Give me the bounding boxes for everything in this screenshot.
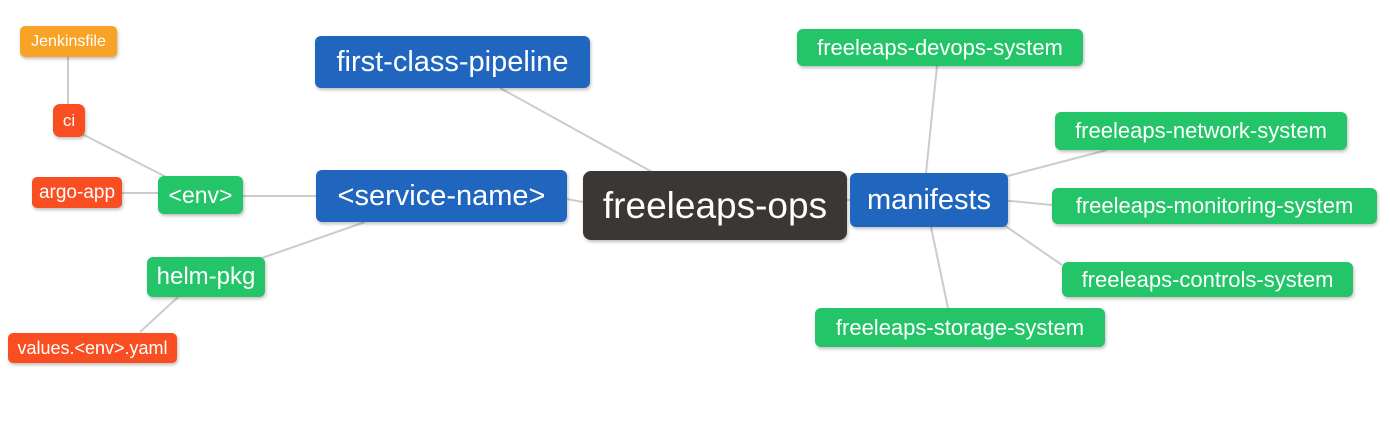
node-manifests[interactable]: manifests (850, 173, 1008, 227)
edge-firstclass-root (499, 87, 655, 174)
node-argo-app[interactable]: argo-app (32, 177, 122, 208)
node-helm-pkg[interactable]: helm-pkg (147, 257, 265, 297)
node-freeleaps-network-system[interactable]: freeleaps-network-system (1055, 112, 1347, 150)
edge-manifests-network (999, 149, 1108, 179)
edge-manifests-monitoring (999, 199, 1053, 206)
node-env[interactable]: <env> (158, 176, 243, 214)
node-freeleaps-devops-system[interactable]: freeleaps-devops-system (797, 29, 1083, 66)
node-jenkinsfile[interactable]: Jenkinsfile (20, 26, 117, 57)
edge-servicename-root (566, 198, 584, 203)
node-first-class-pipeline[interactable]: first-class-pipeline (315, 36, 590, 88)
edge-manifests-devops (925, 65, 938, 174)
node-ci[interactable]: ci (53, 104, 85, 137)
node-values-env-yaml[interactable]: values.<env>.yaml (8, 333, 177, 363)
edge-manifests-controls (1000, 222, 1063, 266)
node-service-name[interactable]: <service-name> (316, 170, 567, 222)
edge-helmpkg-servicename (261, 221, 366, 259)
node-freeleaps-storage-system[interactable]: freeleaps-storage-system (815, 308, 1105, 347)
edge-manifests-storage (930, 226, 949, 309)
node-root-freeleaps-ops[interactable]: freeleaps-ops (583, 171, 847, 240)
edge-ci-env (81, 133, 173, 181)
edge-values-helmpkg (139, 296, 179, 333)
node-freeleaps-monitoring-system[interactable]: freeleaps-monitoring-system (1052, 188, 1377, 224)
node-freeleaps-controls-system[interactable]: freeleaps-controls-system (1062, 262, 1353, 297)
